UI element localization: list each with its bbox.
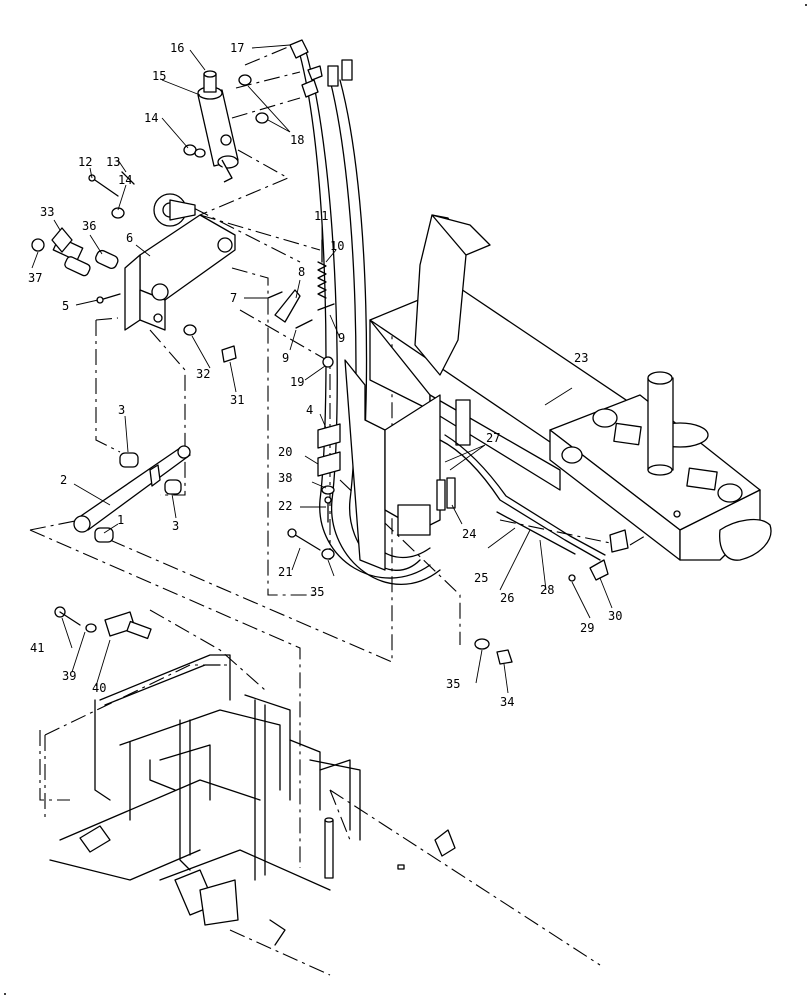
callout-28: 28 [540,583,554,597]
callout-17: 17 [230,41,244,55]
link-bar-2 [73,445,191,533]
callout-35: 35 [446,677,460,691]
callout-14: 14 [144,111,158,125]
corner-mark [4,993,6,995]
callout-3: 3 [118,403,125,417]
callout-18: 18 [290,133,304,147]
callout-40: 40 [92,681,106,695]
callout-11: 11 [314,209,328,223]
callout-3: 3 [172,519,179,533]
callout-13: 13 [106,155,120,169]
callout-41: 41 [30,641,44,655]
pivot-arm-6 [124,193,236,331]
callout-labels: 1 2 3 3 4 5 6 7 8 9 9 10 11 12 13 14 14 … [28,41,622,709]
callout-4: 4 [306,403,313,417]
callout-30: 30 [608,609,622,623]
callout-8: 8 [298,265,305,279]
callout-6: 6 [126,231,133,245]
callout-22: 22 [278,499,292,513]
callout-9: 9 [338,331,345,345]
callout-29: 29 [580,621,594,635]
callout-34: 34 [500,695,514,709]
callout-23: 23 [574,351,588,365]
hardware-parts [31,39,681,665]
callout-leaders [31,44,613,694]
callout-38: 38 [278,471,292,485]
callout-1: 1 [117,513,124,527]
callout-9: 9 [282,351,289,365]
callout-7: 7 [230,291,237,305]
callout-26: 26 [500,591,514,605]
callout-32: 32 [196,367,210,381]
hydraulic-cylinder-15 [197,70,239,183]
lower-tractor-frame [44,654,456,976]
callout-5: 5 [62,299,69,313]
callout-20: 20 [278,445,292,459]
callout-31: 31 [230,393,244,407]
callout-27: 27 [486,431,500,445]
callout-33: 33 [40,205,54,219]
callout-24: 24 [462,527,476,541]
callout-19: 19 [290,375,304,389]
callout-2: 2 [60,473,67,487]
callout-15: 15 [152,69,166,83]
callout-21: 21 [278,565,292,579]
callout-14: 14 [118,173,132,187]
callout-35: 35 [310,585,324,599]
callout-10: 10 [330,239,344,253]
corner-mark [805,4,807,6]
callout-37: 37 [28,271,42,285]
callout-25: 25 [474,571,488,585]
main-frame-23 [344,214,772,571]
callout-16: 16 [170,41,184,55]
callout-12: 12 [78,155,92,169]
callout-36: 36 [82,219,96,233]
callout-39: 39 [62,669,76,683]
